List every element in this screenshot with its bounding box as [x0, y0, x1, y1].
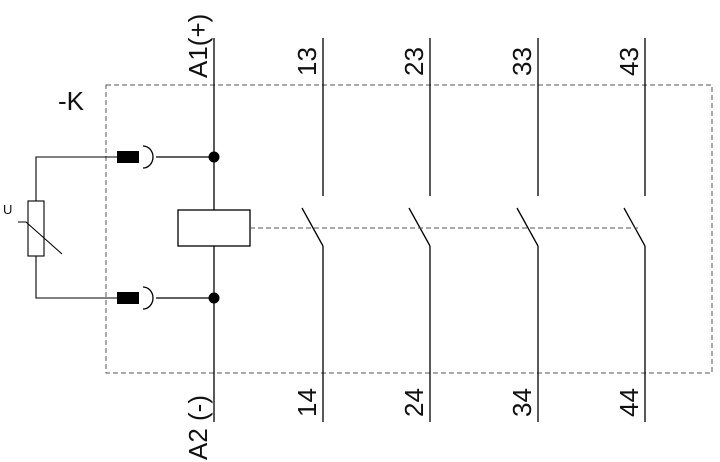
varistor-wire-bottom — [35, 256, 117, 299]
plug-connector-top — [117, 151, 139, 163]
contact-terminal-44-label: 44 — [614, 388, 644, 417]
contact-23-24 — [408, 38, 431, 422]
device-enclosure-dashed-box — [105, 84, 713, 374]
plug-connector-bottom — [117, 292, 139, 304]
contact-13-14 — [301, 38, 324, 422]
varistor-wire-top — [35, 156, 117, 201]
device-label: -K — [58, 86, 85, 116]
relay-coil — [177, 209, 251, 247]
varistor-slash — [18, 221, 63, 255]
socket-connector-top — [142, 145, 154, 169]
coil-terminal-bottom-label: A2 (-) — [183, 395, 213, 460]
coil-terminal-top-label: A1(+) — [183, 14, 213, 78]
contact-43-44 — [623, 38, 646, 422]
contact-terminal-23-label: 23 — [399, 47, 429, 76]
contact-terminal-13-label: 13 — [292, 47, 322, 76]
contact-terminal-43-label: 43 — [614, 47, 644, 76]
contact-33-34 — [516, 38, 539, 422]
contact-terminal-33-label: 33 — [507, 47, 537, 76]
contact-terminal-34-label: 34 — [507, 388, 537, 417]
varistor-label: U — [3, 202, 12, 217]
varistor-body — [27, 200, 45, 257]
contact-terminal-24-label: 24 — [399, 388, 429, 417]
socket-connector-bottom — [142, 286, 154, 310]
contact-terminal-14-label: 14 — [292, 388, 322, 417]
